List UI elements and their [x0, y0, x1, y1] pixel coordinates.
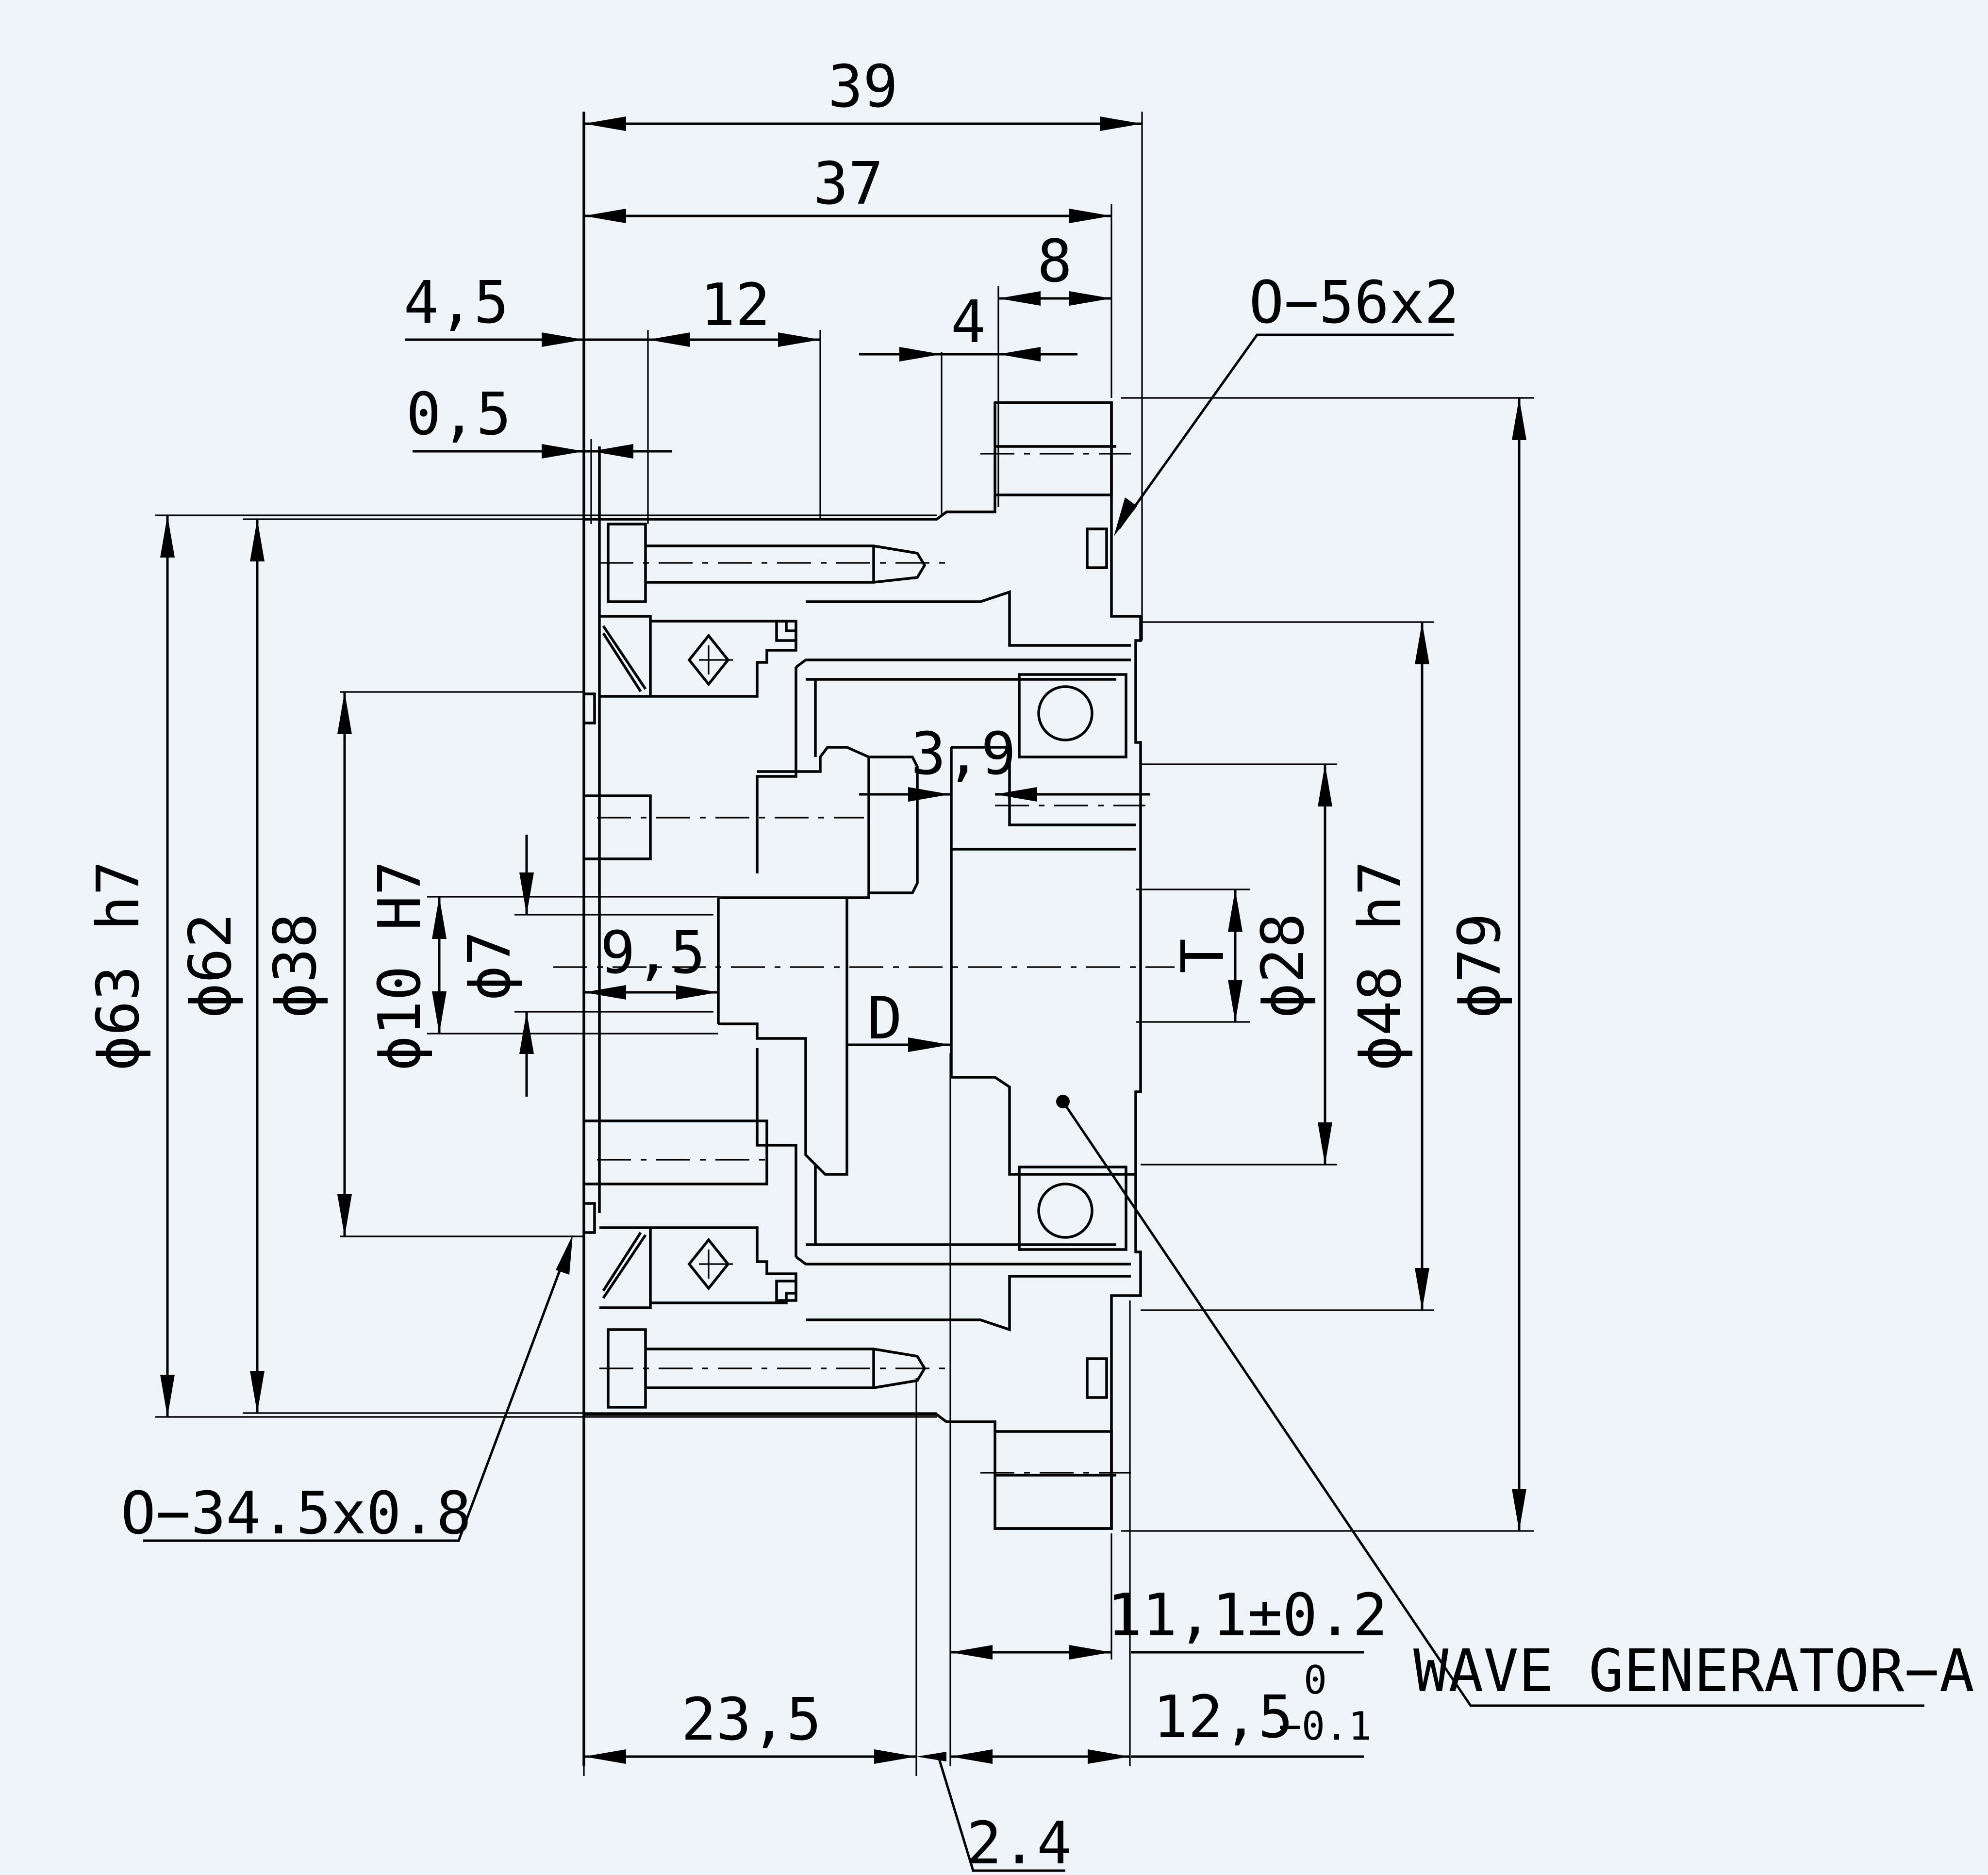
dim-4: 4: [951, 289, 986, 356]
dim-4-5: 4,5: [404, 269, 509, 337]
dia-62: ϕ62: [177, 913, 245, 1019]
diameter-labels: ϕ63 h7 ϕ62 ϕ38 ϕ10 H7 ϕ7 ϕ28 ϕ48 h7 ϕ79: [85, 860, 1514, 1070]
dim-23-5: 23,5: [681, 1686, 822, 1754]
dim-12-5: 12,5: [1153, 1684, 1293, 1751]
dia-38: ϕ38: [262, 913, 330, 1019]
dim-D: D: [867, 985, 902, 1053]
dia-10-h7: ϕ10 H7: [366, 860, 434, 1070]
dim-3-9: 3,9: [911, 721, 1016, 788]
callout-oring-outer: O−56x2: [1249, 269, 1459, 337]
dim-9-5: 9,5: [600, 920, 706, 987]
dimension-labels: 39 37 8 4,5 12 4 0,5 3,9 9,5 D T 23,5 11…: [404, 53, 1388, 1875]
callout-oring-inner: O−34.5x0.8: [121, 1480, 471, 1547]
dim-12: 12: [700, 272, 771, 339]
dim-2-4: 2.4: [967, 1810, 1072, 1875]
dim-39: 39: [828, 53, 898, 121]
callouts: O−56x2 O−34.5x0.8 WAVE GENERATOR−A: [121, 269, 1974, 1705]
dim-11-1: 11,1±0.2: [1107, 1582, 1388, 1649]
dim-12-5-upper-tol: 0: [1304, 1658, 1327, 1703]
leader-lines: [143, 333, 1924, 1872]
dia-28: ϕ28: [1250, 913, 1317, 1019]
dia-7: ϕ7: [456, 931, 524, 1001]
dia-48-h7: ϕ48 h7: [1347, 860, 1414, 1070]
dimension-lines: [160, 116, 1526, 1764]
extension-lines: [155, 112, 1534, 1776]
center-lines: [553, 453, 1175, 1474]
dim-12-5-lower-tol: −0.1: [1278, 1704, 1372, 1749]
dia-63-h7: ϕ63 h7: [85, 860, 152, 1070]
callout-wave-generator: WAVE GENERATOR−A: [1413, 1638, 1974, 1705]
dim-T: T: [1170, 938, 1237, 973]
dim-0-5: 0,5: [406, 381, 512, 448]
dia-79: ϕ79: [1446, 913, 1514, 1019]
part-outline: [582, 112, 1142, 1766]
dim-37: 37: [813, 150, 884, 218]
dim-8: 8: [1037, 228, 1072, 296]
